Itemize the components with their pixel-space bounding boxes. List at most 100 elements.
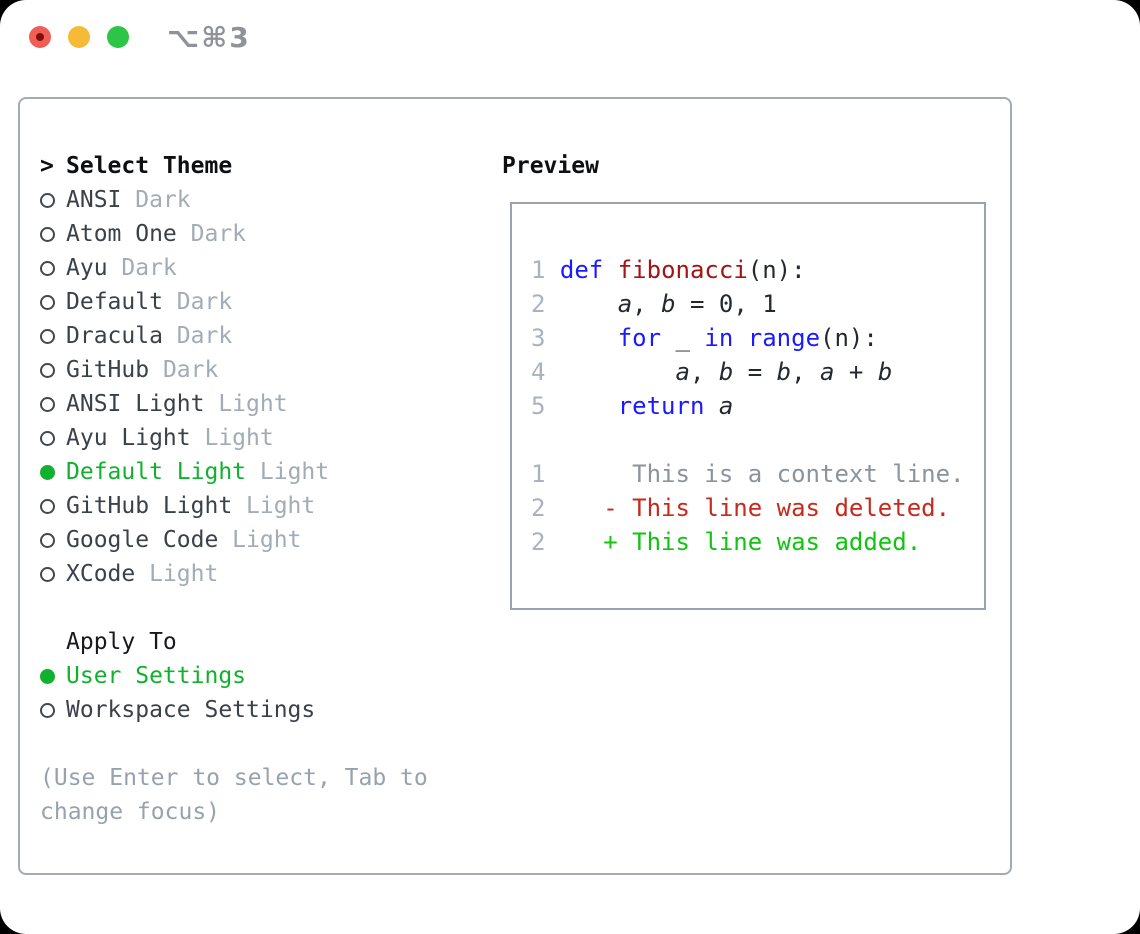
option-theme-github[interactable]: GitHub Dark xyxy=(40,353,442,387)
preview-header: Preview xyxy=(502,153,599,179)
line-number: 2 xyxy=(531,290,546,318)
variant-tag: Dark xyxy=(121,255,177,281)
variant-tag: Dark xyxy=(190,221,247,247)
radio-selected-icon xyxy=(40,668,55,684)
unsaved-dot-icon xyxy=(36,33,44,41)
window-title: ⌥⌘3 xyxy=(167,21,251,54)
option-label: Atom One Dark xyxy=(66,221,247,247)
minimize-button[interactable] xyxy=(68,26,90,48)
radio-icon xyxy=(40,226,55,242)
prompt-caret-icon: > xyxy=(40,153,54,179)
code-line: 4 a, b = b, a + b xyxy=(531,358,893,386)
line-number: 4 xyxy=(531,358,546,386)
apply-to-header: Apply To xyxy=(40,625,442,659)
variant-tag: Light xyxy=(149,561,219,587)
diff-sign: - xyxy=(603,494,618,522)
variant-tag: Dark xyxy=(162,357,219,383)
option-label: User Settings xyxy=(66,663,247,689)
option-theme-ansi-light[interactable]: ANSI Light Light xyxy=(40,387,442,421)
option-theme-google-code[interactable]: Google Code Light xyxy=(40,523,442,557)
apply-to-title: Apply To xyxy=(66,629,177,655)
option-theme-ayu[interactable]: Ayu Dark xyxy=(40,251,442,285)
diff-text: This line was added. xyxy=(632,528,922,556)
option-label: Ayu Light Light xyxy=(66,425,274,451)
diff-sign xyxy=(603,460,617,488)
radio-icon xyxy=(40,362,55,378)
option-apply-workspace-settings[interactable]: Workspace Settings xyxy=(40,693,442,727)
radio-icon xyxy=(40,294,55,310)
diff-text: This is a context line. xyxy=(632,460,965,488)
radio-selected-icon xyxy=(40,464,55,480)
radio-icon xyxy=(40,430,55,446)
radio-icon xyxy=(40,396,55,412)
radio-icon xyxy=(40,498,55,514)
maximize-button[interactable] xyxy=(107,26,129,48)
line-number: 2 xyxy=(531,528,546,556)
option-theme-ayu-light[interactable]: Ayu Light Light xyxy=(40,421,442,455)
radio-icon xyxy=(40,566,55,582)
option-label: Ayu Dark xyxy=(66,255,177,281)
line-number: 1 xyxy=(531,256,546,284)
code-line: 3 for _ in range(n): xyxy=(531,324,878,352)
help-text: (Use Enter to select, Tab to change focu… xyxy=(40,765,442,825)
variant-tag: Light xyxy=(246,493,316,519)
option-label: GitHub Dark xyxy=(66,357,219,383)
spacer xyxy=(40,591,442,625)
diff-line-added: 2 + This line was added. xyxy=(531,525,984,559)
theme-select-header: > Select Theme xyxy=(40,149,442,183)
option-label: Default Dark xyxy=(66,289,233,315)
line-number: 2 xyxy=(531,494,546,522)
line-number: 5 xyxy=(531,392,546,420)
code-preview: 1 def fibonacci(n): 2 a, b = 0, 1 3 for _ … xyxy=(512,204,984,559)
option-theme-atom-one[interactable]: Atom One Dark xyxy=(40,217,442,251)
diff-text: This line was deleted. xyxy=(632,494,951,522)
option-label: Default Light Light xyxy=(66,459,330,485)
option-theme-github-light[interactable]: GitHub Light Light xyxy=(40,489,442,523)
option-label: Workspace Settings xyxy=(66,697,316,723)
line-number: 1 xyxy=(531,460,546,488)
radio-icon xyxy=(40,192,55,208)
variant-tag: Dark xyxy=(176,323,233,349)
option-label: GitHub Light Light xyxy=(66,493,316,519)
syntax-preview: 1 def fibonacci(n): 2 a, b = 0, 1 3 for _ … xyxy=(531,253,984,423)
option-label: ANSI Light Light xyxy=(66,391,288,417)
spacer xyxy=(40,727,442,761)
diff-line-deleted: 2 - This line was deleted. xyxy=(531,491,984,525)
option-theme-ansi[interactable]: ANSI Dark xyxy=(40,183,442,217)
code-line: 2 a, b = 0, 1 xyxy=(531,290,777,318)
line-number: 3 xyxy=(531,324,546,352)
variant-tag: Light xyxy=(259,459,330,485)
radio-icon xyxy=(40,532,55,548)
preview-box: 1 def fibonacci(n): 2 a, b = 0, 1 3 for _ … xyxy=(510,202,986,610)
option-label: Google Code Light xyxy=(66,527,302,553)
blank-line xyxy=(531,423,984,457)
option-theme-dracula[interactable]: Dracula Dark xyxy=(40,319,442,353)
variant-tag: Dark xyxy=(176,289,233,315)
option-theme-default-light[interactable]: Default Light Light xyxy=(40,455,442,489)
option-theme-xcode[interactable]: XCode Light xyxy=(40,557,442,591)
variant-tag: Light xyxy=(232,527,302,553)
option-label: ANSI Dark xyxy=(66,187,191,213)
close-button[interactable] xyxy=(29,26,51,48)
diff-preview: 1 This is a context line.2 - This line w… xyxy=(531,457,984,559)
variant-tag: Dark xyxy=(135,187,191,213)
option-theme-default[interactable]: Default Dark xyxy=(40,285,442,319)
code-line: 1 def fibonacci(n): xyxy=(531,256,806,284)
diff-sign: + xyxy=(603,528,618,556)
theme-select-title: Select Theme xyxy=(66,153,233,179)
radio-icon xyxy=(40,702,55,718)
option-apply-user-settings[interactable]: User Settings xyxy=(40,659,442,693)
radio-icon xyxy=(40,260,55,276)
diff-line-context: 1 This is a context line. xyxy=(531,457,984,491)
option-label: XCode Light xyxy=(66,561,219,587)
radio-icon xyxy=(40,328,55,344)
variant-tag: Light xyxy=(204,425,274,451)
code-line: 5 return a xyxy=(531,392,734,420)
variant-tag: Light xyxy=(218,391,288,417)
